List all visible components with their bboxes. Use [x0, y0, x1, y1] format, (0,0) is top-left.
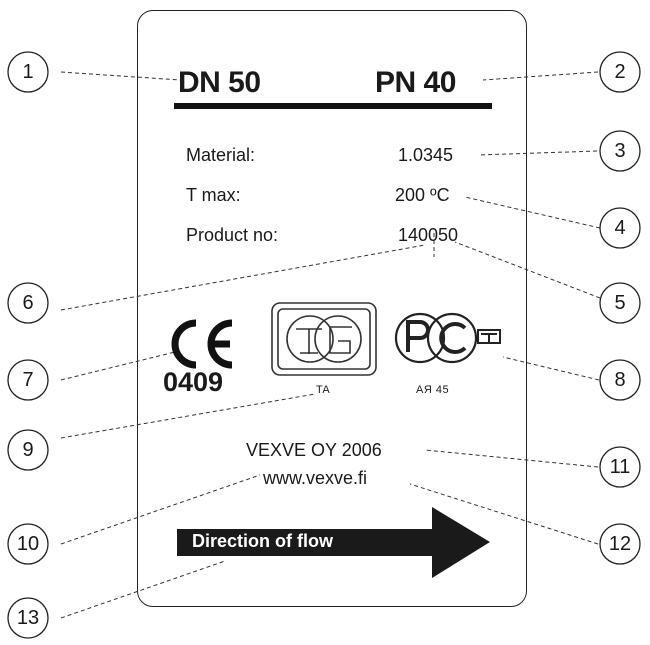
callout-11: 11: [609, 456, 631, 478]
leader-line-1: [60, 71, 181, 81]
callout-circle-2: [599, 51, 641, 93]
callout-circle-10: [7, 523, 49, 565]
callout-13: 13: [16, 607, 40, 629]
manufacturer: VEXVE OY 2006: [246, 440, 382, 460]
website: www.vexve.fi: [263, 468, 368, 488]
leader-line-13: [60, 560, 226, 619]
tmax-label: T max:: [186, 185, 241, 205]
callout-7: 7: [22, 369, 34, 391]
callout-circle-11: [599, 446, 641, 488]
leader-line-12: [409, 483, 599, 545]
callout-3: 3: [614, 140, 626, 162]
callout-8: 8: [614, 369, 626, 391]
gost-tg-mark-icon: [271, 302, 377, 376]
rostest-pct-mark-icon: [394, 312, 501, 364]
leader-line-7: [60, 351, 176, 381]
callout-10: 10: [16, 533, 40, 555]
ce-notified-body-number: 0409: [163, 367, 224, 397]
leader-line-4: [464, 196, 601, 229]
ce-mark-icon: [171, 319, 233, 369]
callout-2: 2: [614, 61, 626, 83]
nominal-diameter: DN 50: [178, 66, 261, 99]
callout-circle-6: [7, 282, 49, 324]
callout-circle-7: [7, 359, 49, 401]
callout-6: 6: [22, 292, 34, 314]
leader-line-8: [502, 356, 600, 381]
callout-circle-4: [599, 207, 641, 249]
callout-4: 4: [614, 217, 626, 239]
nominal-pressure: PN 40: [375, 66, 456, 99]
leader-line-10: [60, 474, 261, 545]
leader-line-3: [477, 150, 598, 156]
leader-line-11: [424, 449, 599, 468]
callout-9: 9: [22, 439, 34, 461]
rostest-caption: АЯ 45: [416, 384, 450, 396]
leader-line-9: [60, 393, 316, 439]
callout-12: 12: [608, 533, 632, 555]
flow-arrow-icon: [177, 507, 490, 578]
material-value: 1.0345: [398, 145, 454, 165]
callout-circles: [7, 51, 641, 639]
callout-circle-5: [599, 282, 641, 324]
tmax-value: 200 ºC: [395, 185, 450, 205]
header-rule: [174, 103, 492, 109]
leader-line-5: [454, 241, 601, 299]
leader-lines: [60, 71, 601, 619]
product-no-label: Product no:: [186, 225, 279, 245]
callout-circle-13: [7, 597, 49, 639]
callout-circle-3: [599, 130, 641, 172]
callout-circle-1: [7, 51, 49, 93]
callout-circle-8: [599, 359, 641, 401]
callout-5: 5: [614, 292, 626, 314]
material-label: Material:: [186, 145, 256, 165]
leader-line-2: [482, 71, 599, 81]
product-no-value: 140050: [398, 225, 459, 245]
callout-circle-12: [599, 523, 641, 565]
callout-1: 1: [22, 61, 34, 83]
callout-circle-9: [7, 429, 49, 471]
flow-direction-label: Direction of flow: [192, 531, 333, 551]
gost-mark-caption: TA: [316, 384, 331, 396]
leader-line-6: [60, 244, 426, 311]
